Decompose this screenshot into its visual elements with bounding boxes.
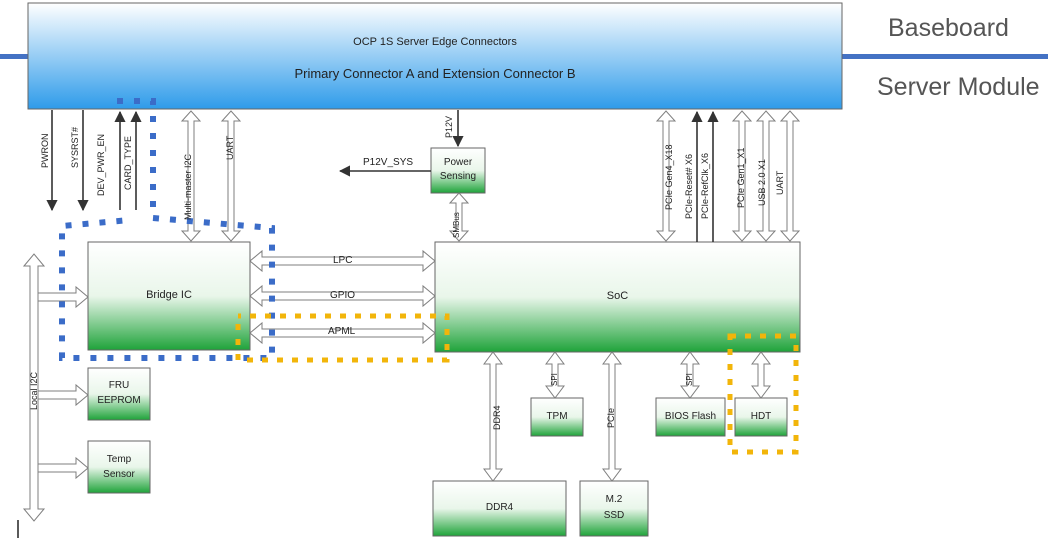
bridge-ic-box [87, 241, 251, 351]
local-i2c-arrow [22, 253, 46, 522]
server-module-label: Server Module [877, 73, 1040, 101]
tpm-box [530, 397, 584, 437]
yellow-dotted-outline-bridge [235, 313, 450, 363]
dev-pwr-en-label: DEV_PWR_EN [96, 133, 106, 196]
hdt-label: HDT [750, 411, 772, 422]
p12v-label: P12V [444, 115, 454, 138]
pwron-label: PWRON [40, 133, 50, 169]
blue-dotted-outline [59, 98, 275, 361]
pcie-gen4-label: PCIe Gen4_X18 [664, 144, 674, 210]
spi-bios-label: SPI [685, 373, 694, 386]
hdt-box [734, 397, 788, 437]
spi-tpm-arrow [545, 351, 565, 399]
pcie-gen4-arrow [655, 110, 677, 242]
ddr4-box [432, 480, 567, 537]
power-sensing-label-2: Sensing [439, 171, 477, 182]
baseboard-separator-right [842, 54, 1048, 59]
m2-label-1: M.2 [605, 494, 623, 505]
apml-label: APML [328, 326, 356, 337]
spi-bios-arrow [680, 351, 700, 399]
ddr4-box-label: DDR4 [485, 502, 514, 513]
m2-ssd-box [579, 480, 649, 537]
m2-label-2: SSD [603, 510, 625, 521]
card-type-label: CARD_TYPE [123, 135, 133, 190]
usb-arrow [755, 110, 777, 242]
connector-subtitle: Primary Connector A and Extension Connec… [294, 66, 576, 81]
yellow-dotted-outline-hdt [727, 333, 799, 455]
uart-right-label: UART [775, 170, 785, 195]
local-i2c-to-fru-arrow [37, 383, 89, 407]
pcie-m2-arrow [602, 351, 622, 482]
uart-left-label: UART [225, 135, 235, 160]
baseboard-label: Baseboard [888, 14, 1009, 42]
local-i2c-to-temp-arrow [37, 456, 89, 480]
power-sensing-box [430, 147, 486, 194]
lpc-label: LPC [333, 255, 353, 266]
temp-label-2: Sensor [103, 469, 135, 480]
ddr4-bus-label: DDR4 [492, 405, 502, 430]
p12v-sys-label: P12V_SYS [363, 157, 414, 168]
uart-left-arrow [220, 110, 242, 242]
ddr4-bus-arrow [483, 351, 503, 482]
pcie-m2-label: PCIe [606, 407, 616, 428]
smbus-label: SMBus [452, 212, 461, 238]
pcie-reset-label: PCIe-Reset# X6 [684, 153, 694, 219]
lpc-arrow [249, 249, 436, 273]
spi-tpm-label: SPI [550, 373, 559, 386]
usb-label: USB 2.0 X1 [757, 158, 767, 206]
soc-box [434, 241, 801, 353]
pcie-refclk-label: PCIe-RefClk_X6 [700, 152, 710, 219]
local-i2c-label: Local I2C [29, 371, 39, 410]
temp-sensor-box [87, 440, 151, 494]
connector-title: OCP 1S Server Edge Connectors [353, 36, 517, 48]
power-sensing-label-1: Power [443, 157, 473, 168]
local-i2c-to-bridge-arrow [37, 285, 89, 309]
bridge-ic-label: Bridge IC [146, 289, 192, 301]
gpio-arrow [249, 284, 436, 308]
fru-eeprom-box [87, 367, 151, 421]
uart-right-arrow [779, 110, 801, 242]
sysrst-label: SYSRST# [70, 126, 80, 168]
multi-master-i2c-arrow [180, 110, 202, 242]
pcie-gen1-label: PCIe Gen1_X1 [736, 147, 746, 208]
apml-arrow [249, 321, 436, 345]
fru-label-2: EEPROM [97, 395, 141, 406]
multi-master-i2c-label: Multi-master I2C [183, 153, 193, 220]
bios-flash-label: BIOS Flash [664, 411, 717, 422]
tpm-label: TPM [546, 411, 568, 422]
gpio-label: GPIO [330, 290, 356, 301]
fru-label-1: FRU [108, 380, 130, 391]
smbus-arrow [448, 192, 470, 242]
bios-flash-box [655, 397, 726, 437]
edge-connector-box [27, 2, 843, 110]
baseboard-separator-left [0, 54, 30, 59]
pcie-gen1-arrow [731, 110, 753, 242]
temp-label-1: Temp [106, 454, 132, 465]
soc-label: SoC [606, 290, 629, 302]
hdt-arrow [751, 351, 771, 399]
